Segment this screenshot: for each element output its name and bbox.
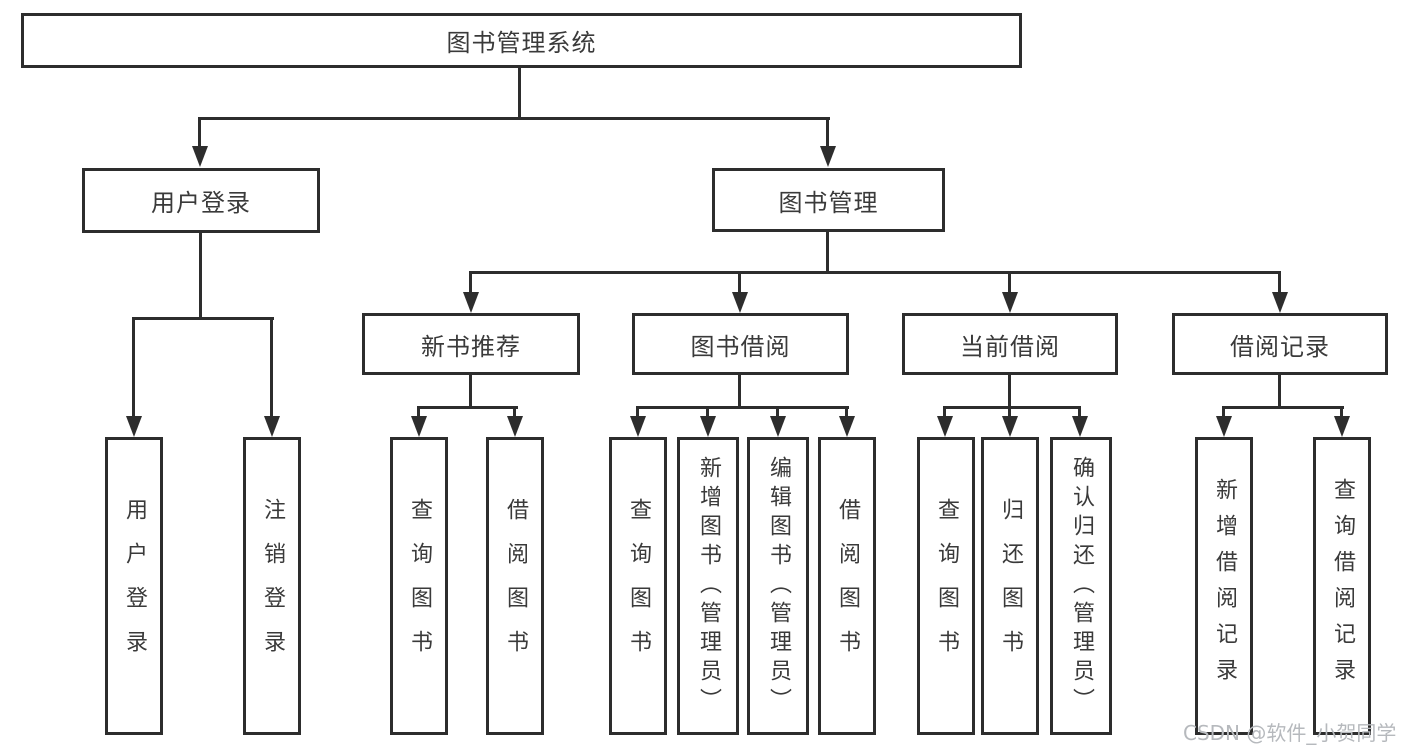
arrow-down-icon xyxy=(469,271,472,292)
leaf-query-book-recommend-label: 查询图书 xyxy=(407,498,432,674)
leaf-add-book-admin: 新增图书（管理员） xyxy=(677,437,739,735)
connector-hline xyxy=(132,317,274,320)
leaf-logout-label: 注销登录 xyxy=(260,498,285,674)
leaf-query-borrow-record-label: 查询借阅记录 xyxy=(1330,478,1355,694)
leaf-confirm-return-admin-label: 确认归还（管理员） xyxy=(1069,455,1094,717)
connector-vline xyxy=(1278,375,1281,408)
connector-vline xyxy=(469,375,472,408)
connector-vline xyxy=(738,375,741,408)
leaf-borrow-book: 借阅图书 xyxy=(818,437,876,735)
leaf-logout: 注销登录 xyxy=(243,437,301,735)
node-library-management-system-label: 图书管理系统 xyxy=(446,29,597,57)
connector-vline xyxy=(826,232,829,273)
arrow-down-icon xyxy=(826,117,829,146)
leaf-query-book-borrow: 查询图书 xyxy=(609,437,667,735)
node-book-borrow: 图书借阅 xyxy=(632,313,849,375)
arrow-down-icon xyxy=(1340,406,1343,416)
leaf-query-book-recommend: 查询图书 xyxy=(390,437,448,735)
node-current-borrow: 当前借阅 xyxy=(902,313,1118,375)
leaf-add-borrow-record-label: 新增借阅记录 xyxy=(1212,478,1237,694)
node-user-login-label: 用户登录 xyxy=(151,189,251,217)
node-book-management: 图书管理 xyxy=(712,168,945,232)
node-new-book-recommend-label: 新书推荐 xyxy=(421,332,521,361)
connector-hline xyxy=(1222,406,1344,409)
leaf-add-borrow-record: 新增借阅记录 xyxy=(1195,437,1253,735)
node-new-book-recommend: 新书推荐 xyxy=(362,313,580,375)
leaf-borrow-book-label: 借阅图书 xyxy=(835,498,860,674)
arrow-down-icon xyxy=(270,317,273,416)
connector-vline xyxy=(199,233,202,319)
connector-hline xyxy=(469,271,1281,274)
arrow-down-icon xyxy=(1008,271,1011,292)
connector-hline xyxy=(943,406,1081,409)
arrow-down-icon xyxy=(1008,406,1011,416)
arrow-down-icon xyxy=(738,271,741,292)
arrow-down-icon xyxy=(1078,406,1081,416)
connector-hline xyxy=(198,117,830,120)
leaf-edit-book-admin-label: 编辑图书（管理员） xyxy=(766,455,791,717)
leaf-query-book-current-label: 查询图书 xyxy=(934,498,959,674)
arrow-down-icon xyxy=(417,406,420,416)
node-book-borrow-label: 图书借阅 xyxy=(690,332,791,361)
connector-hline xyxy=(636,406,849,409)
node-current-borrow-label: 当前借阅 xyxy=(960,332,1060,361)
arrow-down-icon xyxy=(1278,271,1281,292)
arrow-down-icon xyxy=(776,406,779,416)
leaf-edit-book-admin: 编辑图书（管理员） xyxy=(747,437,809,735)
connector-vline xyxy=(518,68,521,118)
arrow-down-icon xyxy=(943,406,946,416)
connector-hline xyxy=(417,406,518,409)
arrow-down-icon xyxy=(132,317,135,416)
leaf-confirm-return-admin: 确认归还（管理员） xyxy=(1050,437,1112,735)
node-user-login: 用户登录 xyxy=(82,168,320,233)
arrow-down-icon xyxy=(513,406,516,416)
arrow-down-icon xyxy=(636,406,639,416)
leaf-add-book-admin-label: 新增图书（管理员） xyxy=(696,455,721,717)
leaf-user-login: 用户登录 xyxy=(105,437,163,735)
leaf-borrow-book-recommend-label: 借阅图书 xyxy=(503,498,528,674)
arrow-down-icon xyxy=(1222,406,1225,416)
connector-vline xyxy=(1008,375,1011,408)
leaf-user-login-label: 用户登录 xyxy=(122,498,147,674)
arrow-down-icon xyxy=(198,117,201,146)
leaf-borrow-book-recommend: 借阅图书 xyxy=(486,437,544,735)
arrow-down-icon xyxy=(706,406,709,416)
arrow-down-icon xyxy=(845,406,848,416)
node-book-management-label: 图书管理 xyxy=(778,188,879,217)
leaf-query-book-current: 查询图书 xyxy=(917,437,975,735)
leaf-return-book: 归还图书 xyxy=(981,437,1039,735)
node-borrow-record-label: 借阅记录 xyxy=(1230,332,1330,361)
leaf-query-book-borrow-label: 查询图书 xyxy=(626,498,651,674)
node-library-management-system: 图书管理系统 xyxy=(21,13,1022,68)
csdn-watermark: CSDN @软件_小贺同学 xyxy=(1183,721,1397,745)
leaf-return-book-label: 归还图书 xyxy=(998,498,1023,674)
leaf-query-borrow-record: 查询借阅记录 xyxy=(1313,437,1371,735)
node-borrow-record: 借阅记录 xyxy=(1172,313,1388,375)
